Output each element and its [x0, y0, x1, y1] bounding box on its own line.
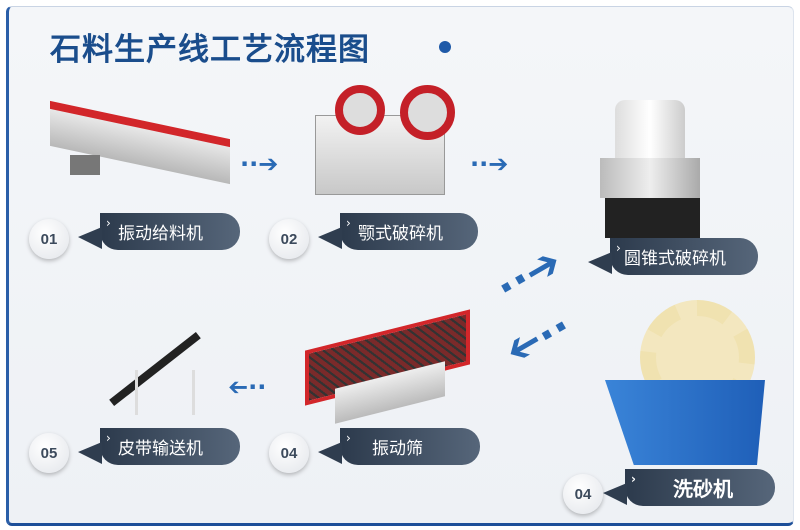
step-label-sand-washer: ›洗砂机 — [603, 469, 775, 506]
label-text: 振动给料机 — [118, 224, 203, 244]
label-text: 圆锥式破碎机 — [624, 249, 726, 269]
sand-washer-image — [605, 300, 765, 470]
label-text: 洗砂机 — [673, 477, 733, 501]
step-number: 01 — [29, 219, 69, 259]
arrow-right-icon: ··➔ — [240, 150, 279, 178]
label-text: 皮带输送机 — [118, 439, 203, 459]
step-number: 02 — [269, 219, 309, 259]
label-text: 振动筛 — [372, 439, 423, 459]
step-label-vibrating-screen: ›振动筛 — [318, 428, 480, 465]
step-number: 04 — [563, 474, 603, 514]
title-dot — [439, 41, 451, 53]
step-label-cone-crusher: ›圆锥式破碎机 — [588, 238, 758, 275]
arrow-left-icon: ··➔ — [228, 373, 267, 401]
label-text: 颚式破碎机 — [358, 224, 443, 244]
step-label-jaw-crusher: ›颚式破碎机 — [318, 213, 478, 250]
cone-crusher-image — [600, 100, 710, 240]
step-label-vibrating-feeder: ›振动给料机 — [78, 213, 240, 250]
arrow-right-icon: ··➔ — [470, 150, 509, 178]
step-label-belt-conveyor: ›皮带输送机 — [78, 428, 240, 465]
step-number: 05 — [29, 433, 69, 473]
step-number: 04 — [269, 433, 309, 473]
belt-conveyor-image — [100, 320, 201, 420]
vibrating-screen-image — [305, 309, 470, 424]
page-title: 石料生产线工艺流程图 — [50, 32, 370, 68]
vibrating-feeder-image — [50, 100, 230, 190]
jaw-crusher-image — [315, 85, 455, 200]
